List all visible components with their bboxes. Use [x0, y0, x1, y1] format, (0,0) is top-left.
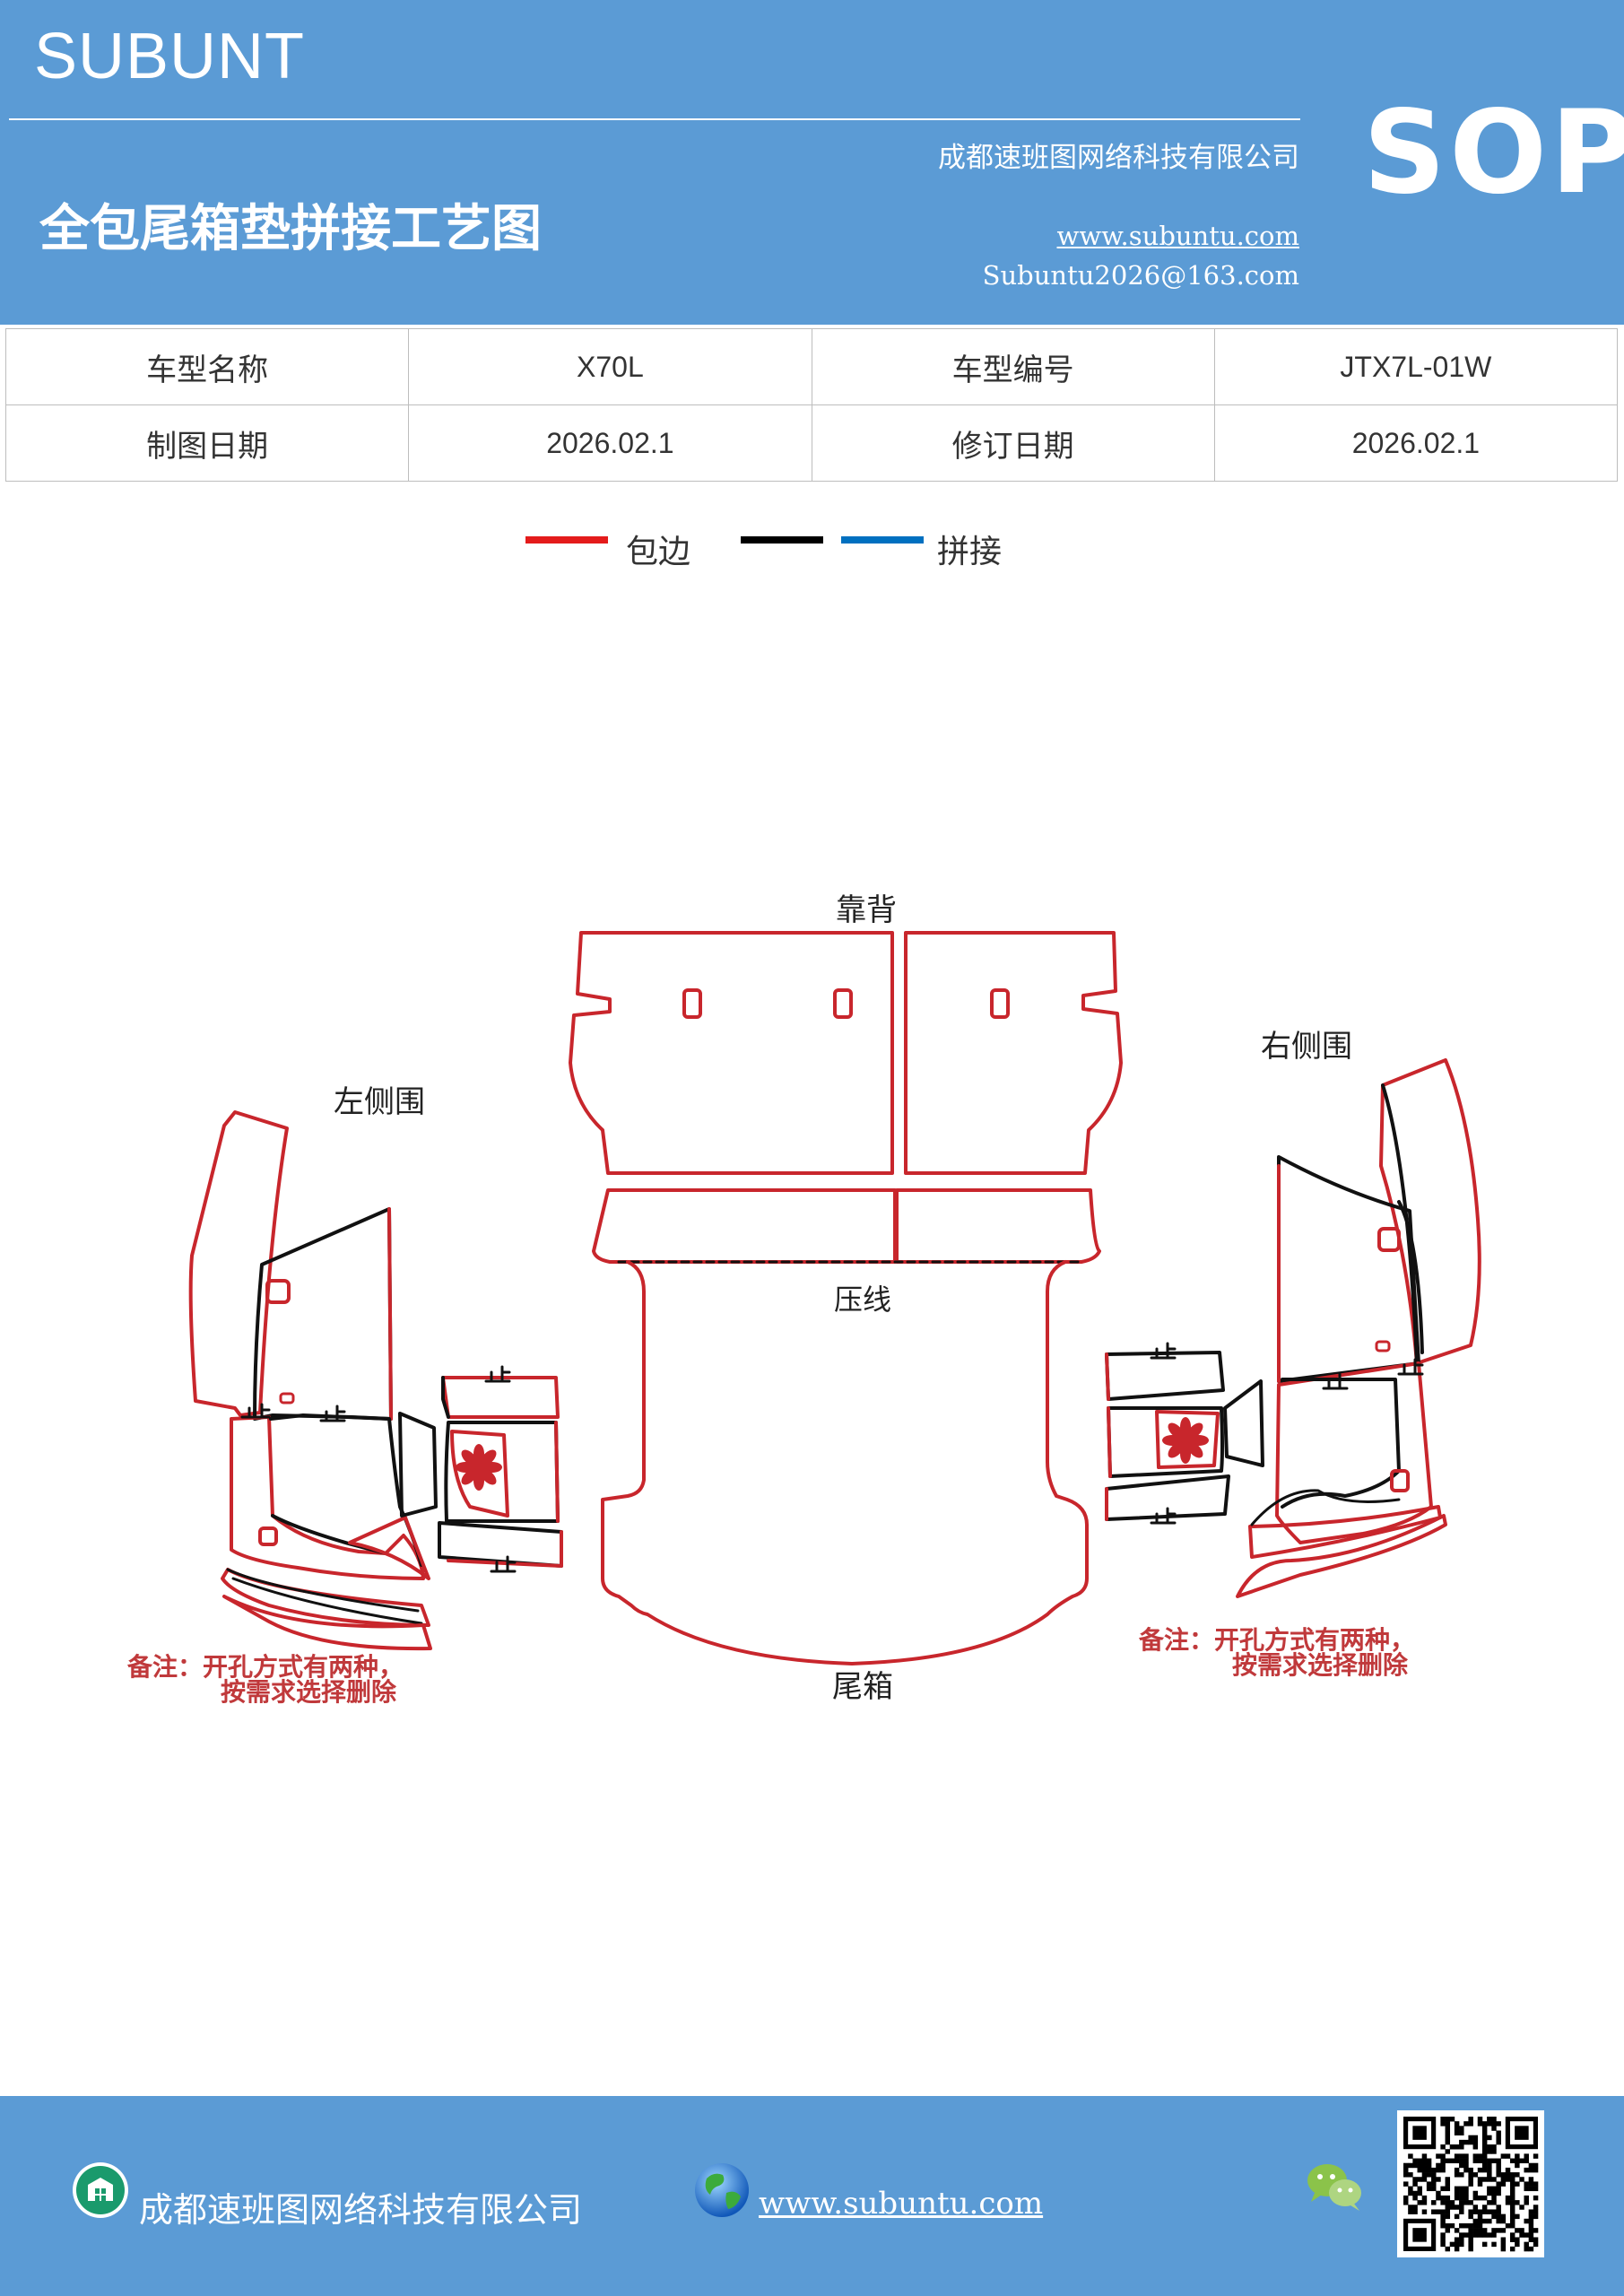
vehicle-info-table: 车型名称 X70L 车型编号 JTX7L-01W 制图日期 2026.02.1 … — [4, 328, 1619, 482]
header-company: 成都速班图网络科技有限公司 — [938, 142, 1299, 174]
right-lower-panel — [1275, 1361, 1433, 1544]
press-strip-right — [895, 1188, 1101, 1264]
tack-mark — [1322, 1372, 1349, 1390]
tack-mark — [319, 1405, 346, 1422]
qr-code-pattern — [1403, 2117, 1539, 2252]
left-lower-panel — [230, 1415, 425, 1580]
right-wall-hole — [1377, 1227, 1401, 1252]
qr-code[interactable] — [1397, 2110, 1544, 2257]
right-vent-frame — [1155, 1410, 1220, 1469]
header-banner: SUBUNT 全包尾箱垫拼接工艺图 成都速班图网络科技有限公司 www.subu… — [0, 0, 1624, 325]
drawing-date-value: 2026.02.1 — [408, 404, 812, 482]
backrest-hole — [833, 988, 853, 1019]
left-wall-hole — [258, 1526, 278, 1546]
label-right-side: 右侧围 — [1261, 1029, 1352, 1065]
note-right-line1: 备注：开孔方式有两种， — [1138, 1625, 1415, 1655]
revision-date-label: 修订日期 — [811, 404, 1215, 482]
model-code-label: 车型编号 — [811, 328, 1215, 405]
sop-badge: SOP — [1363, 86, 1624, 220]
right-tail-strip — [1236, 1514, 1447, 1598]
backrest-right-panel — [904, 931, 1123, 1175]
label-press-line: 压线 — [834, 1283, 891, 1317]
backrest-left-panel — [569, 931, 894, 1175]
note-left-line2: 按需求选择删除 — [221, 1677, 397, 1707]
label-trunk: 尾箱 — [832, 1669, 893, 1705]
footer-company: 成都速班图网络科技有限公司 — [139, 2190, 583, 2230]
legend-swatch-seam — [741, 536, 823, 544]
left-tail-strip — [222, 1595, 432, 1651]
tack-mark — [1150, 1342, 1177, 1360]
document-title: 全包尾箱垫拼接工艺图 — [39, 199, 542, 258]
model-name-value: X70L — [408, 328, 812, 405]
footer-banner: 成都速班图网络科技有限公司 www.subuntu.com — [0, 2096, 1624, 2296]
right-wall-slot — [1375, 1340, 1391, 1352]
right-vent-top-edge — [1105, 1352, 1110, 1401]
left-vent-wing — [398, 1412, 438, 1518]
vent-fan-icon-left — [456, 1444, 502, 1491]
model-code-value: JTX7L-01W — [1213, 328, 1619, 405]
wechat-icon[interactable] — [1304, 2159, 1365, 2213]
left-vent-housing — [444, 1421, 560, 1523]
note-left-line1: 备注：开孔方式有两种， — [126, 1652, 404, 1682]
tack-mark — [1150, 1507, 1177, 1525]
legend-label-edge: 包边 — [626, 534, 691, 570]
line-legend: 包边 拼接 — [0, 526, 1624, 579]
right-vent-top-strip — [1105, 1351, 1225, 1401]
label-left-side: 左侧围 — [334, 1084, 425, 1120]
left-vent-housing-edge — [554, 1421, 560, 1523]
right-wall-hole — [1390, 1469, 1410, 1492]
label-backrest: 靠背 — [836, 892, 897, 928]
left-bottom-seam — [226, 1568, 423, 1625]
right-upper-panel — [1277, 1155, 1420, 1383]
backrest-hole — [682, 988, 702, 1019]
model-name-label: 车型名称 — [4, 328, 410, 405]
legend-swatch-join — [841, 536, 924, 544]
footer-website-link[interactable]: www.subuntu.com — [759, 2186, 1044, 2222]
header-divider — [9, 118, 1300, 120]
right-lower-seam — [1281, 1378, 1401, 1509]
left-tall-panel — [188, 1110, 289, 1417]
left-upper-panel — [253, 1207, 393, 1421]
left-wedge — [348, 1516, 430, 1580]
left-vent-frame — [450, 1430, 509, 1518]
header-website-link[interactable]: www.subuntu.com — [1056, 221, 1299, 251]
building-icon — [73, 2162, 128, 2218]
table-row: 制图日期 2026.02.1 修订日期 2026.02.1 — [4, 404, 1619, 482]
tack-mark — [240, 1403, 271, 1419]
left-upper-edge — [387, 1207, 393, 1421]
globe-icon — [695, 2163, 749, 2217]
tack-mark — [1397, 1358, 1424, 1376]
right-vent-wing — [1223, 1379, 1264, 1467]
vent-fan-icon-right — [1162, 1417, 1209, 1464]
left-wall-slot — [279, 1392, 295, 1405]
backrest-hole — [990, 988, 1010, 1019]
legend-swatch-edge — [525, 536, 608, 544]
legend-label-join: 拼接 — [937, 534, 1003, 570]
table-row: 车型名称 X70L 车型编号 JTX7L-01W — [4, 328, 1619, 405]
left-vent-bottom-edge — [447, 1530, 563, 1568]
right-bottom-seam — [1250, 1489, 1401, 1526]
revision-date-value: 2026.02.1 — [1213, 404, 1619, 482]
right-vent-housing — [1107, 1406, 1224, 1478]
trunk-floor — [600, 1260, 1089, 1665]
header-email[interactable]: Subuntu2026@163.com — [982, 260, 1299, 291]
right-tall-panel — [1379, 1058, 1481, 1365]
press-strip-left — [592, 1188, 897, 1264]
right-vent-housing-edge — [1107, 1406, 1112, 1478]
left-vent-top-strip — [441, 1376, 560, 1419]
left-wall-hole — [265, 1279, 291, 1304]
tack-mark — [484, 1365, 511, 1383]
drawing-date-label: 制图日期 — [4, 404, 410, 482]
left-vent-top-seam — [441, 1376, 450, 1419]
note-right-line2: 按需求选择删除 — [1232, 1650, 1409, 1680]
brand-name: SUBUNT — [34, 21, 306, 92]
trunk-mat-diagram: 靠背 左侧围 右侧围 压线 尾箱 备注：开孔方式有两种， 按需求选择删除 备注：… — [126, 892, 1481, 1707]
tack-mark — [490, 1555, 517, 1573]
